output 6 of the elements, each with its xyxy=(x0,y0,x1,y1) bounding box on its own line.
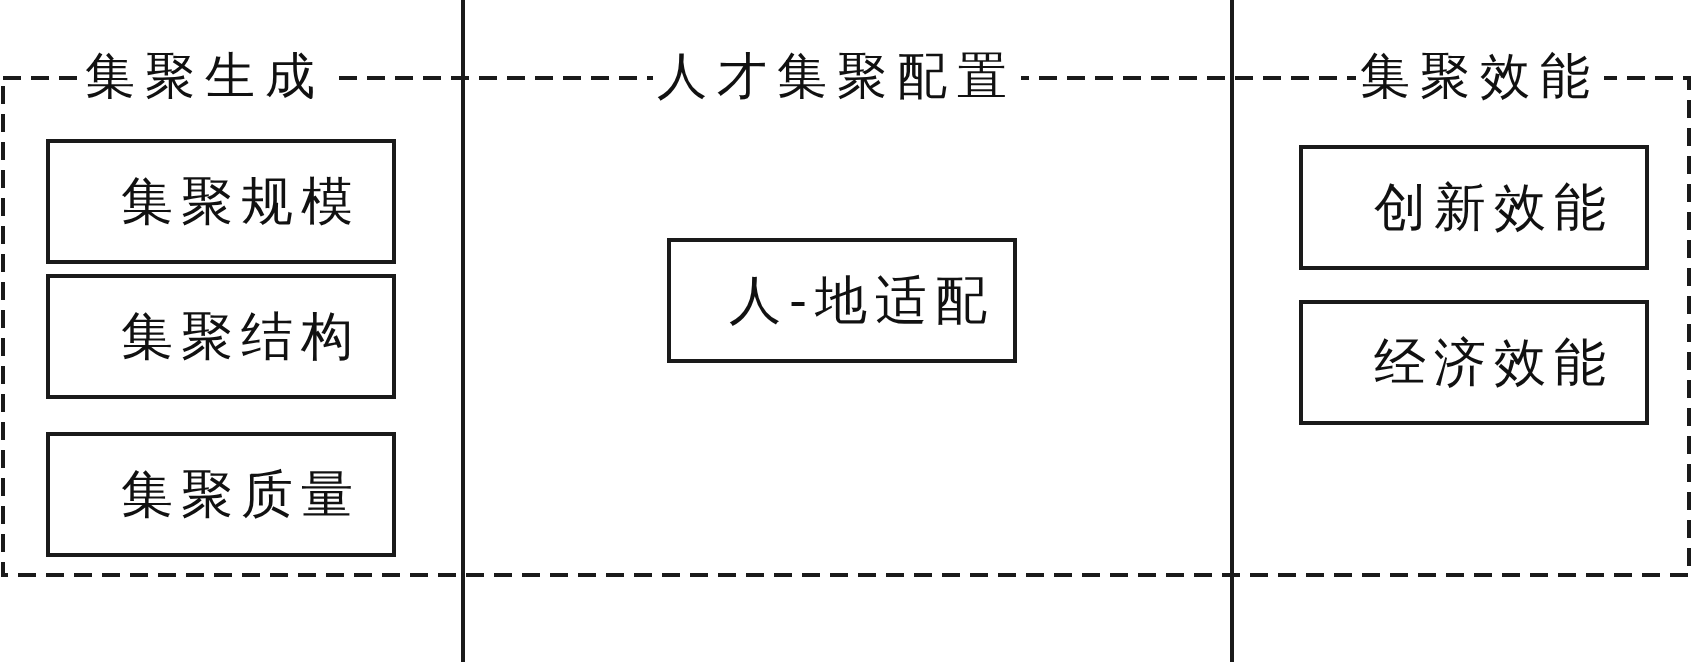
text-box: 集聚质量 xyxy=(46,432,396,557)
text-box: 创新效能 xyxy=(1299,145,1649,270)
text-box: 人-地适配 xyxy=(667,238,1017,363)
text-box: 集聚结构 xyxy=(46,274,396,399)
text-box: 集聚规模 xyxy=(46,139,396,264)
text-box: 经济效能 xyxy=(1299,300,1649,425)
